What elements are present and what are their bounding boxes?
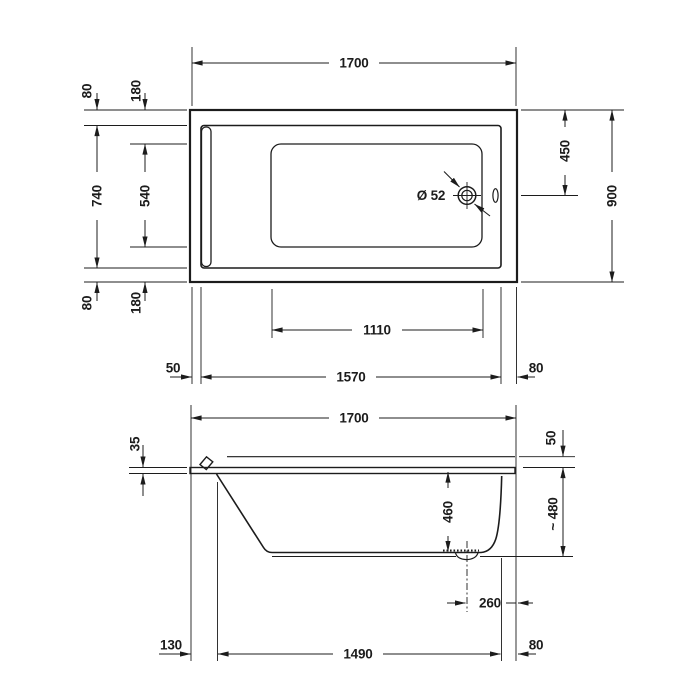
rim-flange bbox=[189, 466, 516, 475]
drain-outlet bbox=[454, 552, 479, 561]
dim-label-rim-left: 50 bbox=[166, 361, 181, 376]
dim-bottom-rows: 1110 50 1570 80 bbox=[166, 322, 544, 385]
backrest-edge bbox=[200, 126, 212, 268]
dim-label-basin-length: 1110 bbox=[363, 323, 391, 338]
dim-label-back-offset: 80 bbox=[529, 638, 544, 653]
dim-label-drain-from-edge: 450 bbox=[558, 140, 573, 162]
tub-outer-edge bbox=[188, 108, 519, 284]
dim-label-rim-drop: 50 bbox=[544, 431, 559, 446]
dim-side-length: 1700 bbox=[190, 410, 517, 426]
dim-label-rim-inner-width: 740 bbox=[90, 185, 105, 207]
dim-label-overall-depth: 900 bbox=[605, 185, 620, 207]
dim-label-rim-edge-top: 80 bbox=[80, 84, 95, 99]
dim-left-column: 80 180 740 540 80 180 bbox=[80, 80, 153, 314]
drain-leader-arrow bbox=[443, 171, 460, 188]
dim-rim-thickness: 35 bbox=[128, 436, 146, 496]
dim-label-rim-edge-bottom: 80 bbox=[80, 296, 95, 311]
extension-lines-side-view bbox=[129, 405, 575, 661]
side-view: 1700 35 50 ~ 480 460 260 bbox=[128, 405, 575, 662]
dim-label-top-width: 1700 bbox=[339, 56, 368, 71]
dim-inner-depth: 460 bbox=[440, 471, 456, 552]
dim-label-basin-width: 540 bbox=[138, 185, 153, 207]
dim-drain-offset: 260 bbox=[447, 596, 533, 611]
dim-label-inner-depth: 460 bbox=[441, 501, 456, 523]
dim-right-column: 450 900 bbox=[557, 109, 620, 283]
tub-interior-profile bbox=[215, 473, 503, 554]
dim-bottom-row-side: 130 1490 80 bbox=[159, 638, 544, 662]
dim-overall-height: ~ 480 bbox=[546, 467, 566, 557]
dim-rim-drop: 50 bbox=[544, 430, 566, 457]
dim-label-rim-right: 80 bbox=[529, 361, 544, 376]
dim-label-base-length: 1490 bbox=[343, 647, 372, 662]
dim-label-overall-height: ~ 480 bbox=[546, 497, 561, 530]
dim-label-side-length: 1700 bbox=[339, 411, 368, 426]
dim-label-rim-thickness: 35 bbox=[128, 436, 143, 451]
dim-label-basin-edge-bottom: 180 bbox=[129, 292, 144, 314]
dim-label-basin-edge-top: 180 bbox=[129, 80, 144, 102]
overflow-slot-icon bbox=[492, 188, 499, 203]
drain-symbol bbox=[443, 171, 491, 217]
dim-label-front-offset: 130 bbox=[160, 638, 182, 653]
top-view: Ø 52 1700 80 180 740 540 80 180 bbox=[80, 47, 624, 385]
dim-label-drain-offset: 260 bbox=[479, 596, 501, 611]
drain-leader-arrow bbox=[474, 203, 491, 217]
drain-diameter-label: Ø 52 bbox=[417, 188, 445, 203]
dim-label-rim-inner-length: 1570 bbox=[336, 370, 365, 385]
basin-bottom-edge bbox=[270, 143, 483, 248]
overflow-fitting-icon bbox=[198, 455, 214, 471]
dim-top-width: 1700 bbox=[191, 55, 517, 71]
